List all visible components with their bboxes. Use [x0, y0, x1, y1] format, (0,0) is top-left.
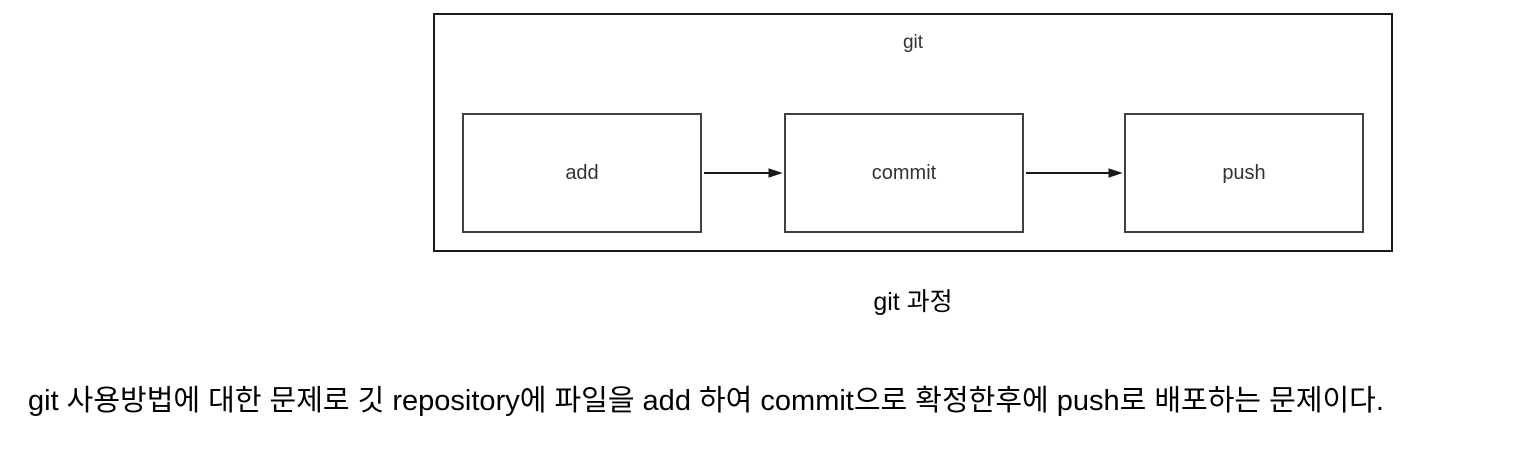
node-push: push [1124, 113, 1364, 233]
node-commit: commit [784, 113, 1024, 233]
diagram-caption: git 과정 [873, 288, 953, 316]
node-add: add [462, 113, 702, 233]
node-commit-label: commit [871, 161, 937, 184]
description-text: git 사용방법에 대한 문제로 깃 repository에 파일을 add 하… [28, 385, 1384, 417]
git-container-label: git [902, 32, 924, 53]
node-push-label: push [1222, 161, 1266, 184]
node-add-label: add [565, 161, 599, 184]
